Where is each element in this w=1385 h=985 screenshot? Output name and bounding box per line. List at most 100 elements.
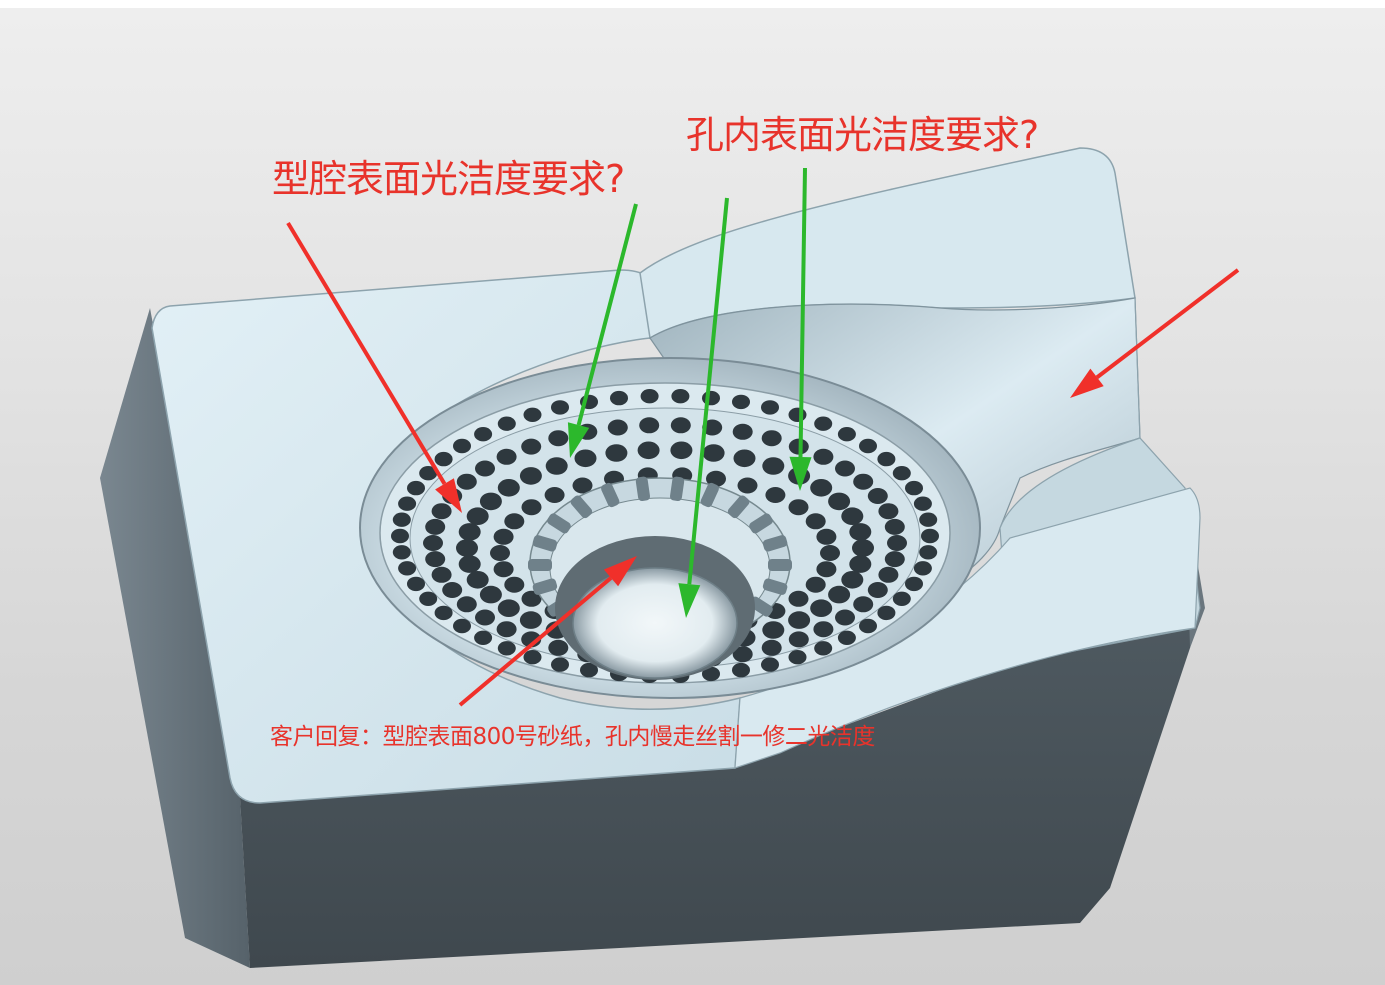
vent-hole [828,585,851,604]
rib [762,578,788,595]
vent-hole [398,561,417,576]
part-front-face [240,608,1195,968]
vent-hole [820,545,840,561]
vent-hole [737,477,758,494]
cad-viewport[interactable]: 型腔表面光洁度要求? 孔内表面光洁度要求? 客户回复：型腔表面800号砂纸，孔内… [0,8,1385,985]
part-left-face [100,308,250,968]
vent-hole [425,551,446,568]
vent-hole [544,487,565,503]
vent-hole [545,457,568,475]
vent-hole [788,611,811,629]
rib [749,596,773,617]
vent-hole [810,599,833,617]
vent-hole [493,528,514,545]
rib [635,476,651,502]
vent-hole [670,417,691,434]
vent-hole [605,444,628,462]
arrow-head [678,583,701,618]
arrow-shaft [576,203,638,426]
vent-hole [702,444,725,462]
vent-hole [841,571,864,589]
vent-hole [878,503,899,520]
arrow-shaft [798,167,807,458]
vent-hole [761,430,782,447]
vent-hole [859,438,877,454]
vent-hole [504,576,525,593]
rib [727,495,750,519]
vent-hole [788,650,807,665]
vent-hole [637,441,660,460]
vent-hole [816,561,837,578]
vent-hole [551,657,569,672]
vent-hole [884,551,905,568]
vent-hole [788,590,809,607]
vent-hole [762,621,785,639]
vent-hole [639,417,660,434]
vent-hole [519,467,542,485]
rib [762,535,788,552]
vent-hole [762,457,785,475]
vent-hole [905,480,923,496]
vent-hole [852,539,874,557]
vent-hole [884,518,905,535]
vent-hole [788,407,807,422]
vent-hole [837,630,856,645]
arrow-head [603,556,637,587]
vent-hole [814,641,833,656]
vent-hole [425,518,446,535]
vent-hole [828,492,851,511]
vent-hole [580,662,598,678]
vent-hole [497,599,520,617]
vent-hole [849,555,872,573]
vent-hole [835,460,855,477]
vent-hole [853,596,874,613]
rib [749,513,773,534]
vent-hole [670,441,693,460]
vent-hole [816,528,837,545]
vent-hole [761,639,782,656]
vent-hole [837,427,856,442]
vent-hole [392,545,411,560]
vent-hole [504,513,525,530]
vent-hole [887,535,907,551]
mold-insert-model [100,147,1240,968]
vent-hole [496,448,517,465]
vent-hole [835,609,855,626]
annotation-arrows [286,167,1240,707]
rib [768,559,792,571]
rib [547,513,571,534]
vent-hole [572,477,593,494]
vent-hole [521,590,542,607]
vent-hole [419,466,438,481]
vent-hole [788,499,809,516]
vent-hole [706,470,726,487]
vent-hole [551,400,569,415]
vent-hole [466,507,489,525]
arrow-shaft [286,221,447,485]
vent-hole [765,487,786,503]
vent-hole [391,528,409,544]
vent-hole [921,528,939,544]
vent-hole [490,545,510,561]
vent-hole [475,460,495,477]
vent-hole [497,641,516,656]
vent-hole [474,427,493,442]
vent-hole [423,535,443,551]
vent-hole [493,561,514,578]
vent-hole [610,390,628,406]
vent-hole [877,605,896,621]
vent-hole [479,585,502,604]
vent-hole [496,621,517,638]
vent-hole [431,566,452,583]
vent-hole [474,630,493,645]
vent-hole [702,419,723,436]
vent-hole [479,492,502,511]
arrow-shaft [458,576,613,707]
vent-hole [407,480,425,496]
vent-hole [702,390,720,406]
arrow-head [435,478,462,513]
vent-hole [431,503,452,520]
vent-hole [805,513,826,530]
arrow-shaft [1095,268,1240,379]
vent-hole [398,496,417,511]
